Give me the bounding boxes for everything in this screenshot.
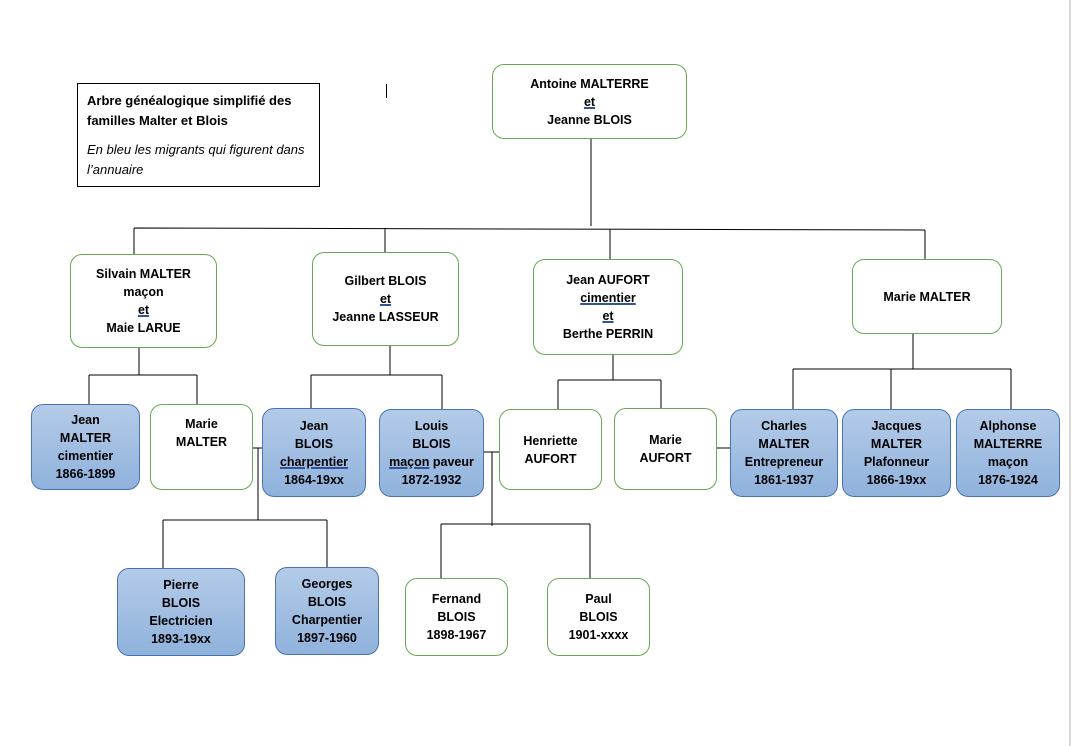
node-text: maçon paveur <box>389 453 474 471</box>
node-paul-blois: Paul BLOIS 1901-xxxx <box>547 578 650 656</box>
node-text: 1893-19xx <box>151 632 211 646</box>
node-text: 1866-1899 <box>55 467 116 481</box>
node-marie-malter-parent: Marie MALTER <box>852 259 1002 334</box>
caption-subtitle: En bleu les migrants qui figurent dans l… <box>87 142 305 177</box>
node-gilbert-blois: Gilbert BLOIS et Jeanne LASSEUR <box>312 252 459 346</box>
node-jean-blois: Jean BLOIS charpentier 1864-19xx <box>262 408 366 497</box>
node-text: Marie MALTER <box>883 289 971 304</box>
node-antoine-malterre-jeanne-blois: Antoine MALTERRE et Jeanne BLOIS <box>492 64 687 139</box>
node-text: Paul <box>585 592 612 606</box>
connector-louis-blois-couple <box>440 451 591 578</box>
node-text: et <box>602 309 614 323</box>
node-text: Silvain MALTER <box>96 267 191 281</box>
node-text: Charpentier <box>291 613 363 627</box>
node-text: Jean AUFORT <box>566 273 650 287</box>
node-text: Electricien <box>149 614 213 628</box>
node-text: Georges <box>301 577 353 591</box>
node-text: et <box>379 292 392 306</box>
node-text: BLOIS <box>307 595 347 609</box>
node-text: Gilbert BLOIS <box>344 274 427 288</box>
node-text: Marie <box>185 417 218 431</box>
node-text: Louis <box>414 419 449 433</box>
node-text: et <box>583 94 596 109</box>
node-text: Jeanne LASSEUR <box>332 310 439 324</box>
node-text: Marie <box>649 433 682 447</box>
node-text: MALTER <box>870 437 923 451</box>
node-text: BLOIS <box>437 610 476 624</box>
node-text: MALTER <box>758 437 810 451</box>
node-text: BLOIS <box>579 610 618 624</box>
connector-gilbert <box>310 346 443 409</box>
node-text: cimentier <box>57 449 114 463</box>
node-marie-malter-child: Marie MALTER <box>150 404 253 490</box>
node-text: et <box>137 303 150 317</box>
text-cursor <box>386 84 387 98</box>
node-text: 1866-19xx <box>866 473 927 487</box>
node-alphonse-malterre: Alphonse MALTERRE maçon 1876-1924 <box>956 409 1060 497</box>
node-text: paveur <box>429 455 474 469</box>
node-henriette-aufort: Henriette AUFORT <box>499 409 602 490</box>
node-text: MALTER <box>59 431 112 445</box>
node-fernand-blois: Fernand BLOIS 1898-1967 <box>405 578 508 656</box>
node-text: 1898-1967 <box>426 628 487 642</box>
node-marie-aufort: Marie AUFORT <box>614 408 717 490</box>
caption-title: Arbre généalogique simplifié des famille… <box>87 93 292 128</box>
connector-aufort <box>557 354 662 409</box>
node-text: Jeanne BLOIS <box>547 112 632 127</box>
node-text: Fernand <box>431 592 482 606</box>
node-silvain-malter: Silvain MALTER maçon et Maie LARUE <box>70 254 217 348</box>
node-louis-blois: Louis BLOIS maçon paveur 1872-1932 <box>379 409 484 497</box>
node-text: Antoine MALTERRE <box>530 76 649 91</box>
node-text: Maie LARUE <box>106 321 181 335</box>
node-pierre-blois: Pierre BLOIS Electricien 1893-19xx <box>117 568 245 656</box>
node-jean-malter: Jean MALTER cimentier 1866-1899 <box>31 404 140 490</box>
node-text: AUFORT <box>639 451 692 465</box>
legend-caption: Arbre généalogique simplifié des famille… <box>77 83 320 187</box>
node-text: Henriette <box>523 433 578 448</box>
node-text: maçon <box>389 455 430 469</box>
node-text: 1861-1937 <box>754 473 814 487</box>
node-text: MALTER <box>175 435 228 449</box>
node-text: maçon <box>123 285 164 299</box>
node-jean-aufort: Jean AUFORT cimentier et Berthe PERRIN <box>533 259 683 355</box>
connector-jean-blois-couple <box>162 447 328 568</box>
node-text: maçon <box>987 455 1029 469</box>
node-text: AUFORT <box>524 451 577 466</box>
node-text: 1897-1960 <box>297 631 357 645</box>
node-text: BLOIS <box>161 596 201 610</box>
node-text: charpentier <box>279 454 349 469</box>
connector-antoine <box>133 139 926 259</box>
node-text: Jean <box>299 418 329 433</box>
node-text: Plafonneur <box>863 455 930 469</box>
node-text: 1901-xxxx <box>568 628 629 642</box>
node-text: Jean <box>71 413 100 427</box>
node-jacques-malter: Jacques MALTER Plafonneur 1866-19xx <box>842 409 951 497</box>
page-edge <box>1069 0 1071 746</box>
node-text: BLOIS <box>412 437 451 451</box>
connector-marie-malter <box>792 333 1012 409</box>
node-text: Pierre <box>163 578 199 592</box>
connector-silvain <box>88 347 198 404</box>
node-text: BLOIS <box>294 436 334 451</box>
node-text: Alphonse <box>979 419 1037 433</box>
node-text: MALTERRE <box>973 437 1043 451</box>
node-georges-blois: Georges BLOIS Charpentier 1897-1960 <box>275 567 379 655</box>
node-text: 1876-1924 <box>978 473 1038 487</box>
node-text: Berthe PERRIN <box>562 327 654 341</box>
node-text: Jacques <box>871 419 922 433</box>
node-text: Charles <box>761 419 807 433</box>
node-text: 1872-1932 <box>401 473 462 487</box>
node-text: cimentier <box>580 291 636 305</box>
node-charles-malter: Charles MALTER Entrepreneur 1861-1937 <box>730 409 838 497</box>
node-text: 1864-19xx <box>284 472 344 487</box>
node-text: Entrepreneur <box>744 455 824 469</box>
